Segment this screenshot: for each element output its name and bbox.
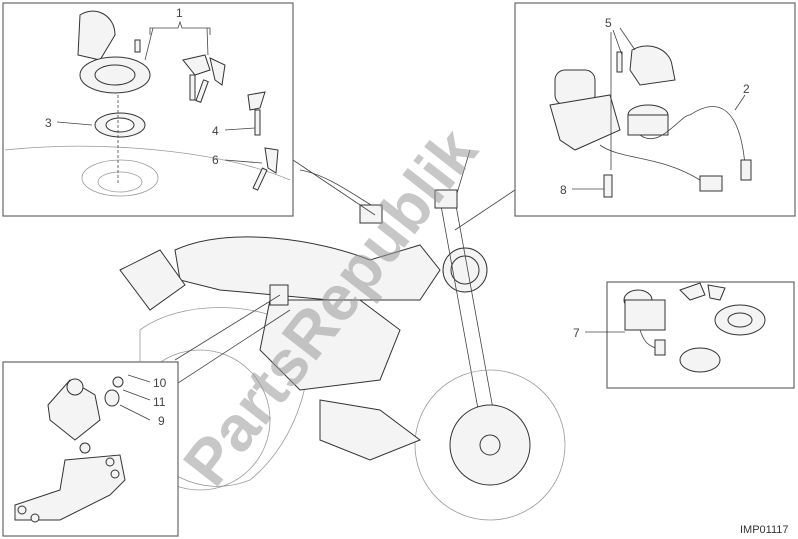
callout-3: 3 — [45, 116, 52, 130]
callout-1: 1 — [176, 6, 183, 20]
callout-5: 5 — [605, 16, 612, 30]
callout-8: 8 — [560, 183, 567, 197]
callout-7: 7 — [573, 326, 580, 340]
callout-4: 4 — [212, 124, 219, 138]
motorcycle-illustration — [119, 149, 566, 521]
callout-2: 2 — [743, 82, 750, 96]
callout-10: 10 — [153, 376, 167, 390]
callout-9: 9 — [158, 414, 165, 428]
ignition-switch-assembly — [549, 45, 752, 198]
drawing-code: IMP01117 — [740, 524, 789, 536]
callout-6: 6 — [212, 153, 219, 167]
callout-11: 11 — [153, 395, 166, 409]
bracket-assembly — [14, 376, 126, 523]
key-set — [182, 54, 279, 191]
lock-set-assembly — [623, 282, 766, 373]
fuel-cap-assembly — [4, 10, 291, 197]
fuel-cap-keys-panel — [2, 2, 294, 217]
